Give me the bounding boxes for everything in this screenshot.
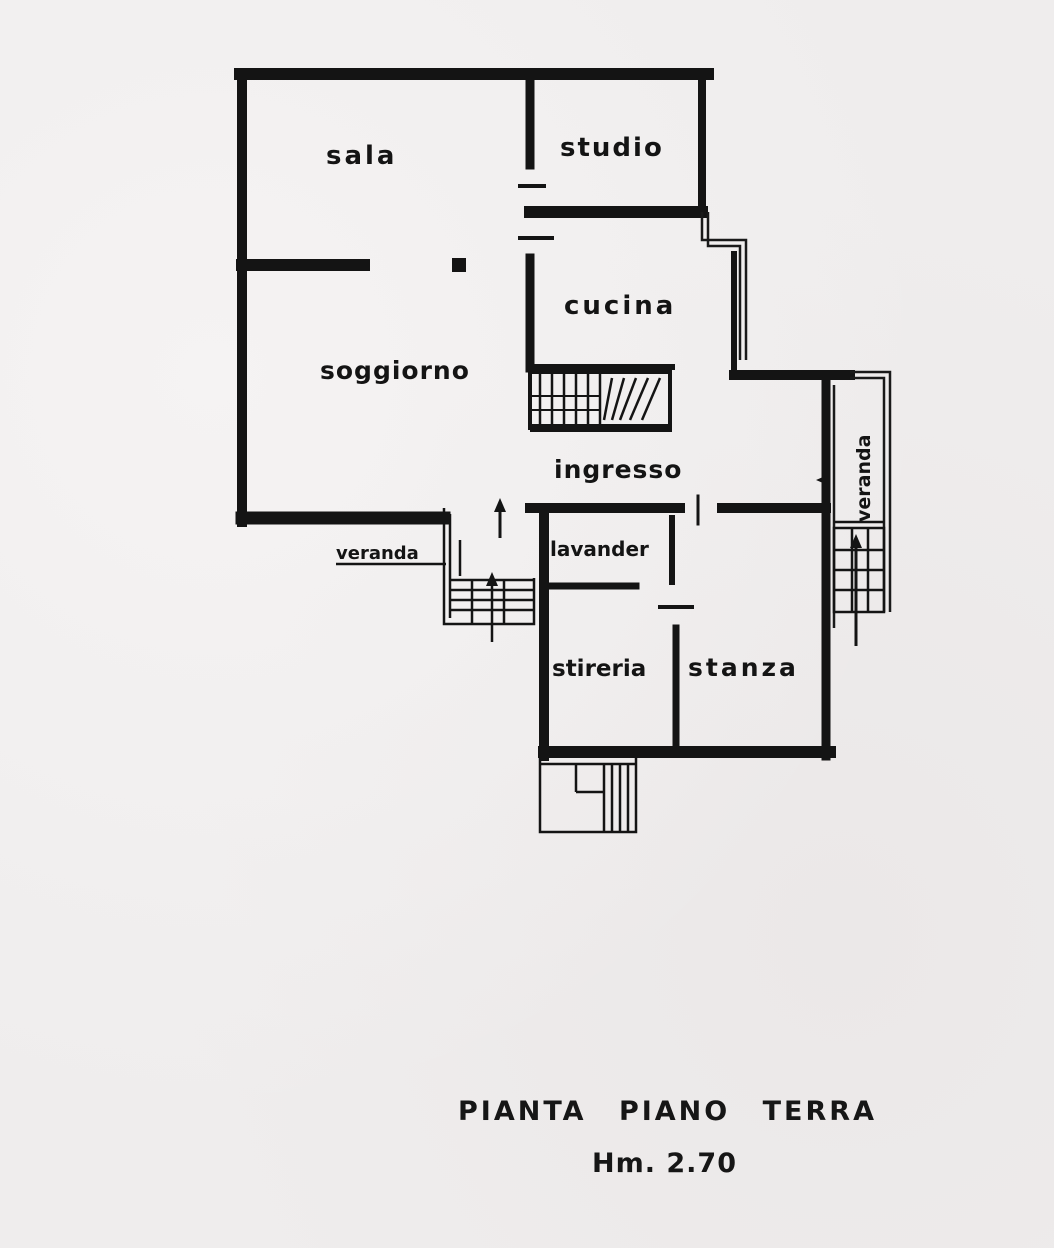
outline-walls	[700, 212, 892, 628]
cucina-outline-right-inner	[706, 212, 742, 360]
room-label-studio: studio	[560, 133, 664, 163]
cucina-outline-right	[700, 212, 748, 360]
main-stair-tread	[618, 377, 638, 421]
main-stair-tread	[628, 377, 650, 421]
column	[452, 258, 466, 272]
right-veranda-steps	[816, 474, 886, 646]
left-veranda-arrow-head	[494, 498, 506, 512]
room-label-veranda-left: veranda	[336, 543, 419, 564]
main-stair-tread	[640, 377, 662, 421]
room-label-stireria: stireria	[552, 656, 646, 682]
room-label-sala: sala	[326, 141, 397, 171]
bottom-steps	[538, 756, 638, 834]
door-marks	[518, 184, 694, 609]
room-label-soggiorno: soggiorno	[320, 356, 470, 385]
left-veranda-outline	[442, 508, 536, 626]
left-veranda-step-arrow-head	[486, 572, 498, 586]
main-stair	[528, 370, 672, 432]
walls	[234, 68, 855, 761]
ceiling-height: Hm. 2.70	[592, 1148, 738, 1179]
plan-title: PIANTA PIANO TERRA	[458, 1096, 877, 1127]
room-label-ingresso: ingresso	[554, 455, 682, 484]
bottom-steps-outline	[538, 756, 638, 834]
room-label-stanza: stanza	[688, 653, 799, 682]
room-label-lavanderia: lavander	[550, 537, 649, 561]
main-stair-tread	[602, 377, 614, 421]
right-veranda-arrow-head	[850, 534, 862, 548]
room-label-cucina: cucina	[564, 291, 676, 321]
right-veranda-side-arrow	[816, 474, 830, 486]
left-veranda-steps	[336, 498, 536, 642]
room-label-veranda-right: veranda	[853, 435, 875, 522]
veranda-right-outline	[850, 370, 892, 612]
main-stair-tread	[610, 377, 626, 421]
